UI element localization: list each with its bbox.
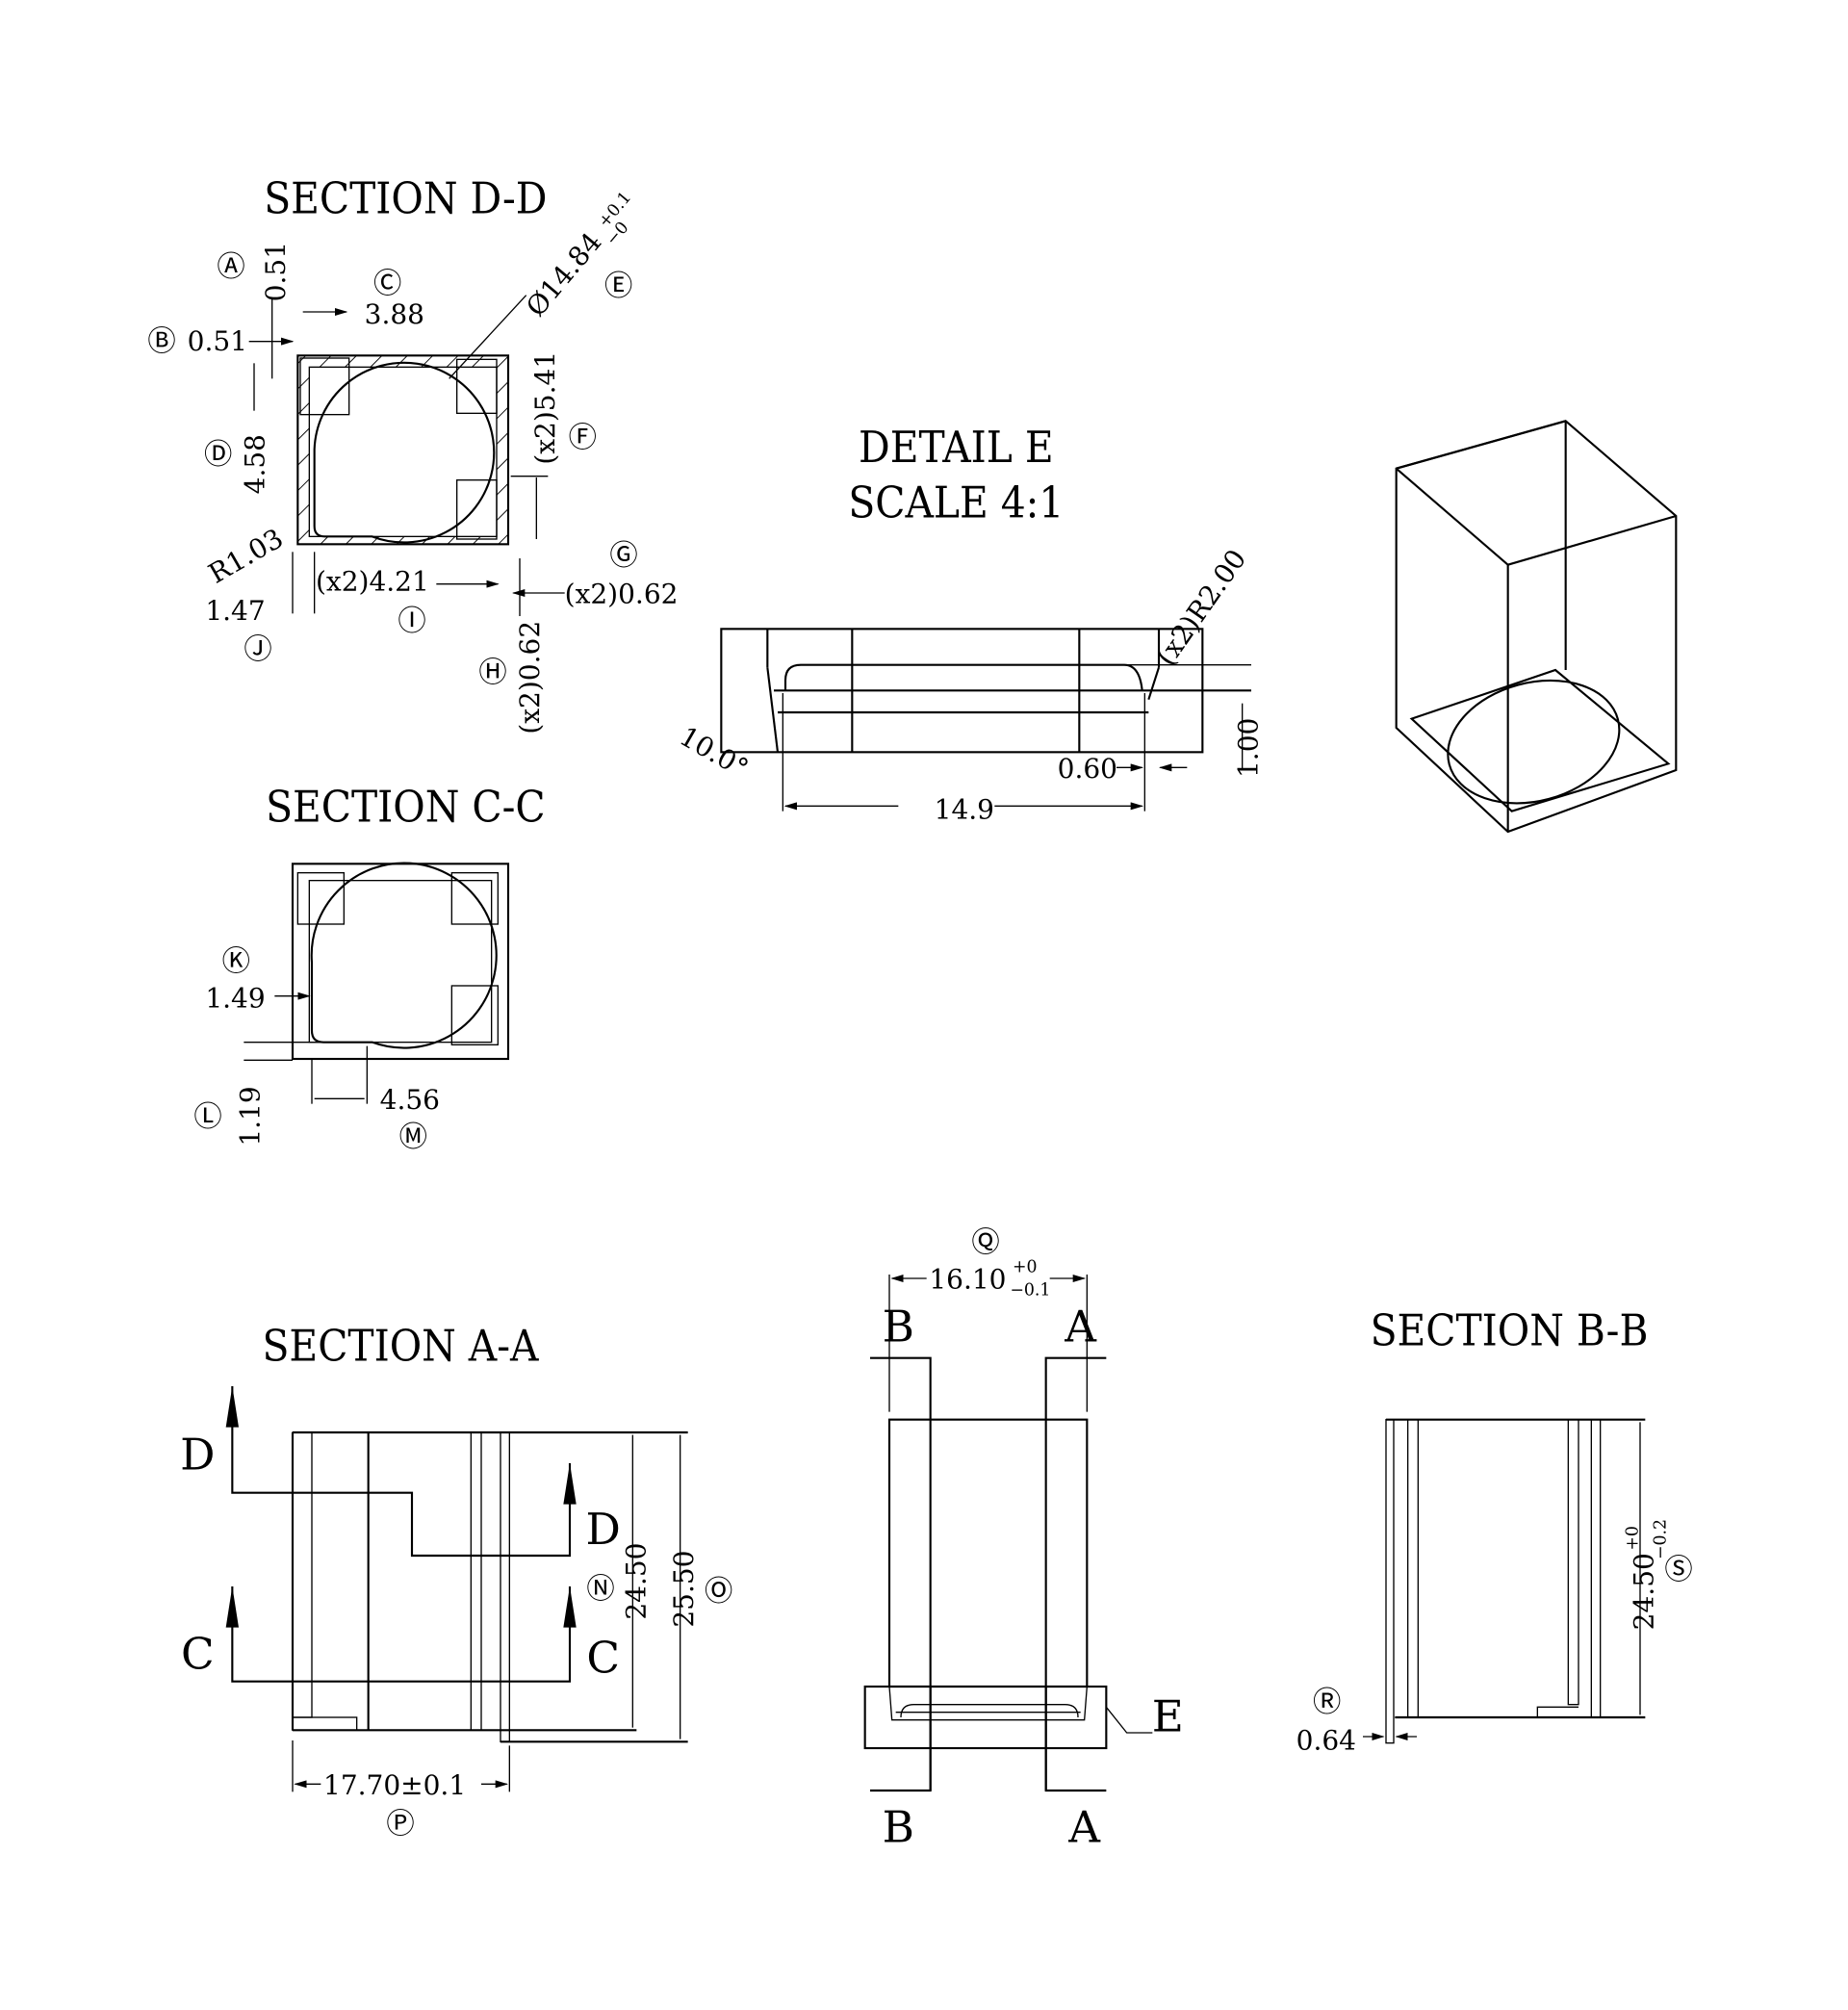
dim-o: 25.50 xyxy=(668,1550,700,1627)
marker-m: Ⓜ xyxy=(399,1121,427,1153)
dim-a: 0.51 xyxy=(260,242,292,301)
dim-s-tol-minus: −0.2 xyxy=(1652,1519,1671,1559)
dim-i: (x2)4.21 xyxy=(316,565,429,597)
dim-q: 16.10 xyxy=(929,1264,1006,1296)
dim-radius: (x2)R2.00 xyxy=(1150,544,1253,672)
cut-label-c-right: C xyxy=(586,1632,620,1683)
marker-c: Ⓒ xyxy=(373,267,401,299)
marker-r: Ⓡ xyxy=(1313,1685,1341,1717)
dim-gap: 0.60 xyxy=(1058,753,1117,785)
marker-h: Ⓗ xyxy=(478,656,506,688)
marker-o: Ⓞ xyxy=(705,1575,732,1608)
cut-label-d-right: D xyxy=(585,1504,620,1555)
section-dd-bore xyxy=(313,361,496,544)
dim-r: 0.64 xyxy=(1296,1724,1356,1756)
dim-k: 1.49 xyxy=(205,983,265,1015)
dim-j: 1.47 xyxy=(205,595,265,627)
dim-d: 4.58 xyxy=(240,434,271,494)
marker-p: Ⓟ xyxy=(386,1807,414,1840)
dim-c: 3.88 xyxy=(365,298,424,330)
marker-d: Ⓓ xyxy=(204,437,232,470)
section-bb-title: SECTION B-B xyxy=(1371,1304,1649,1355)
dim-s: 24.50 xyxy=(1628,1553,1659,1630)
marker-e: Ⓔ xyxy=(604,270,632,302)
dim-q-tol-minus: −0.1 xyxy=(1010,1280,1050,1300)
marker-g: Ⓖ xyxy=(609,539,637,572)
cut-label-b-bottom: B xyxy=(883,1801,914,1852)
dim-m: 4.56 xyxy=(380,1084,440,1116)
marker-k: Ⓚ xyxy=(222,944,250,977)
dim-q-tol-plus: +0 xyxy=(1013,1257,1038,1276)
detail-callout-e: E xyxy=(1152,1691,1184,1742)
dim-n: 24.50 xyxy=(621,1542,653,1619)
dim-e-diameter: Ø14.84 xyxy=(520,226,608,322)
isometric-view xyxy=(1395,420,1678,834)
detail-e-view: DETAIL E SCALE 4:1 10.0° 14.9 0.60 1.00 … xyxy=(675,422,1265,826)
dim-g: (x2)0.62 xyxy=(565,579,679,610)
marker-l: Ⓛ xyxy=(193,1099,221,1132)
marker-s: Ⓢ xyxy=(1664,1553,1692,1585)
section-dd-view: SECTION D-D Ⓐ 0.51 Ⓑ 0.51 Ⓒ 3.88 Ⓓ 4.58 … xyxy=(147,172,678,734)
marker-f: Ⓕ xyxy=(569,421,597,453)
dim-b: 0.51 xyxy=(188,325,247,357)
section-dd-title: SECTION D-D xyxy=(264,172,547,223)
cut-label-b-top: B xyxy=(883,1301,914,1352)
section-aa-view: SECTION A-A D D C C 24.50 Ⓝ 25.50 Ⓞ 17.7… xyxy=(180,1320,732,1840)
dim-h: (x2)0.62 xyxy=(514,621,546,734)
marker-a: Ⓐ xyxy=(217,250,244,283)
cut-label-d-left: D xyxy=(180,1430,215,1481)
dim-l: 1.19 xyxy=(234,1086,266,1146)
section-cc-view: SECTION C-C Ⓚ 1.49 Ⓛ 1.19 4.56 Ⓜ xyxy=(193,781,545,1152)
front-view: Ⓠ 16.10 +0 −0.1 B A B A E xyxy=(863,1225,1184,1852)
marker-j: Ⓙ xyxy=(244,632,271,665)
marker-b: Ⓑ xyxy=(147,324,175,357)
section-aa-title: SECTION A-A xyxy=(263,1320,540,1371)
section-bb-view: SECTION B-B Ⓡ 0.64 24.50 +0 −0.2 Ⓢ xyxy=(1296,1304,1693,1756)
marker-n: Ⓝ xyxy=(586,1572,614,1605)
detail-e-scale: SCALE 4:1 xyxy=(848,477,1064,528)
dim-s-tol-plus: +0 xyxy=(1623,1526,1642,1551)
detail-e-title: DETAIL E xyxy=(859,422,1054,473)
dim-height: 1.00 xyxy=(1233,718,1265,778)
cut-label-a-bottom: A xyxy=(1067,1801,1101,1852)
marker-q: Ⓠ xyxy=(971,1225,999,1258)
section-dd-wall-hatch xyxy=(297,355,508,545)
dim-radius: R1.03 xyxy=(203,522,289,589)
dim-p: 17.70±0.1 xyxy=(323,1769,466,1801)
cut-label-a-top: A xyxy=(1064,1301,1097,1352)
section-dd-outline xyxy=(296,354,510,546)
cut-label-c-left: C xyxy=(181,1628,215,1679)
dim-width: 14.9 xyxy=(935,794,994,826)
marker-i: Ⓘ xyxy=(398,605,425,637)
section-cc-title: SECTION C-C xyxy=(266,781,545,832)
dim-f: (x2)5.41 xyxy=(529,351,561,465)
dim-angle: 10.0° xyxy=(675,720,755,785)
